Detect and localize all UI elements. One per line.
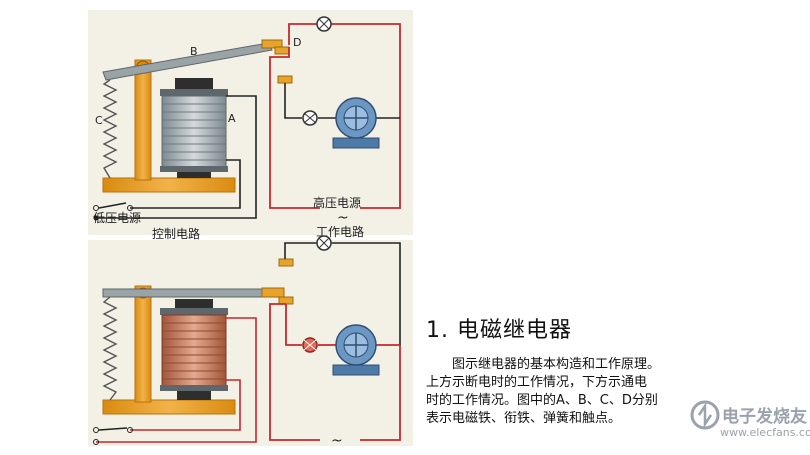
low-voltage-label: 低压电源 <box>93 211 141 225</box>
switch-lever <box>98 202 127 209</box>
contact-D-moving <box>261 39 283 49</box>
control-wire-a <box>96 317 257 443</box>
working-circuit-label: 工作电路 <box>316 224 364 239</box>
working-wire-right-low <box>360 345 401 441</box>
label-D: D <box>293 36 301 49</box>
diagram-on-state: ~ <box>88 235 413 449</box>
electromagnet-coil-A <box>161 95 227 169</box>
core-bottom <box>177 391 211 400</box>
motor-icon <box>332 324 380 376</box>
relay-post <box>134 285 152 403</box>
core-top <box>175 299 213 309</box>
working-wire-outer <box>288 23 317 45</box>
contact-D-top <box>274 46 290 55</box>
terminal <box>93 215 99 221</box>
description-line: 上方示断电时的工作情况，下方示通电 <box>426 375 648 390</box>
contact-D-moving <box>261 287 285 298</box>
ac-symbol: ~ <box>337 210 349 226</box>
description-line: 表示电磁铁、衔铁、弹簧和触点。 <box>426 411 622 426</box>
switch-closed <box>98 427 128 431</box>
armature-B <box>102 288 274 298</box>
motor-branch-wire <box>285 304 302 346</box>
contact-D-bottom <box>277 75 293 84</box>
terminal <box>93 439 99 445</box>
watermark-cn: 电子发烧友 <box>722 407 807 427</box>
working-wire-left <box>269 47 320 209</box>
working-wire-left <box>269 303 320 441</box>
description-line: 时的工作情况。图中的A、B、C、D分别 <box>426 393 658 408</box>
diagram-off-state: B D C A 低压电源 控制电路 高压电源 ~ 工作电路 <box>88 10 413 241</box>
coil-top-flange <box>160 308 228 315</box>
electromagnet-coil-A <box>161 314 227 388</box>
label-C: C <box>95 114 103 127</box>
description-paragraph: 图示继电器的基本构造和工作原理。 上方示断电时的工作情况，下方示通电 时的工作情… <box>426 356 692 428</box>
coil-bottom-flange <box>160 385 228 391</box>
core-bottom <box>177 172 211 178</box>
terminal <box>127 427 133 433</box>
watermark-en: www.elecfans.com <box>720 426 810 439</box>
terminal <box>93 205 99 211</box>
ac-symbol: ~ <box>331 433 343 449</box>
spring-C <box>102 296 118 401</box>
control-wire-a <box>96 95 257 219</box>
description-line: 图示继电器的基本构造和工作原理。 <box>452 357 661 372</box>
terminal <box>127 205 133 211</box>
high-voltage-label: 高压电源 <box>313 195 361 210</box>
motor-branch-wire <box>284 83 302 119</box>
working-wire-right <box>331 23 401 209</box>
coil-top-flange <box>160 89 228 96</box>
contact-D-top <box>278 258 294 267</box>
label-B: B <box>190 45 198 58</box>
control-wire-b <box>130 159 241 209</box>
terminal <box>93 427 99 433</box>
watermark: 电子发烧友 www.elecfans.com <box>690 398 810 446</box>
working-wire-outer <box>284 242 317 259</box>
relay-base <box>102 177 236 193</box>
section-title: 1. 电磁继电器 <box>426 318 572 343</box>
armature-B <box>102 42 273 81</box>
label-A: A <box>228 112 236 125</box>
relay-base <box>102 399 236 415</box>
coil-bottom-flange <box>160 166 228 172</box>
motor-icon <box>332 97 380 149</box>
contact-D-bottom <box>278 296 294 305</box>
spring-C <box>102 79 118 179</box>
control-wire-b <box>130 379 241 431</box>
control-circuit-label: 控制电路 <box>152 226 200 241</box>
working-wire-right <box>331 242 401 345</box>
core-top <box>175 78 213 90</box>
watermark-logo-icon <box>690 400 720 430</box>
relay-post <box>134 59 152 181</box>
